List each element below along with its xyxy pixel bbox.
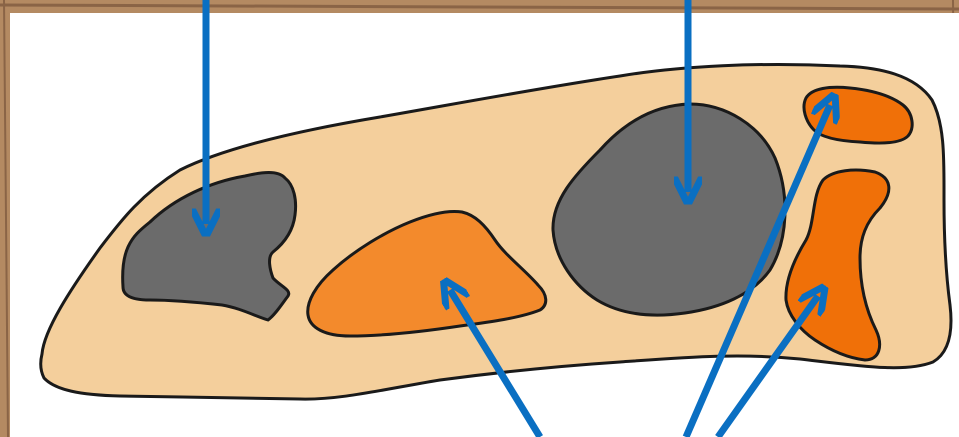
diagram-canvas xyxy=(0,0,959,437)
diagram-stage xyxy=(0,0,959,437)
